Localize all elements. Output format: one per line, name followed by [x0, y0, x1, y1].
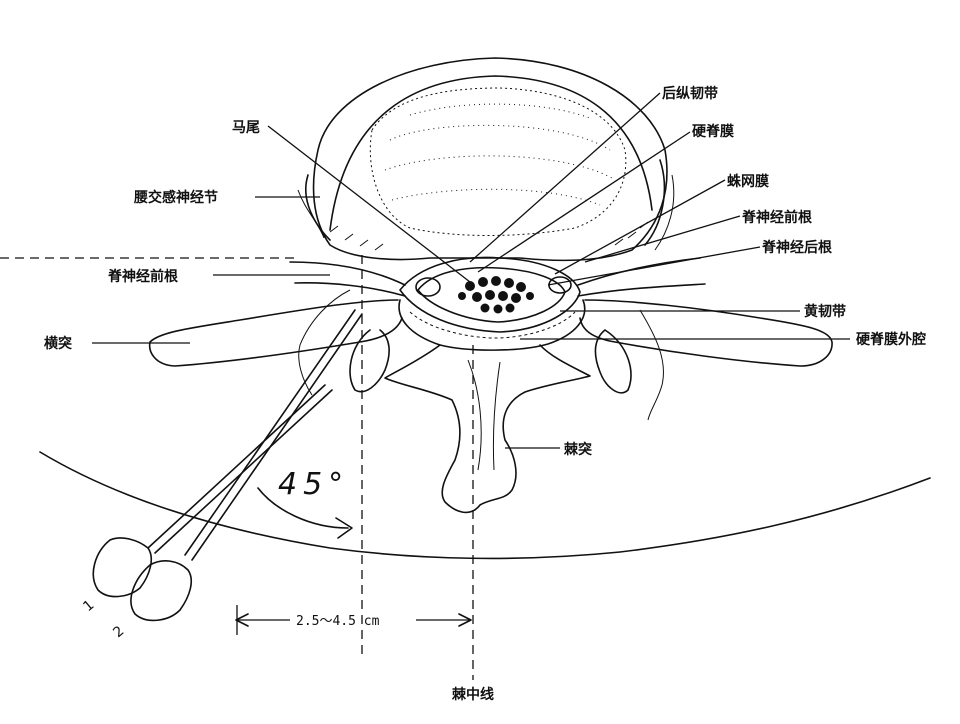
label-spinous-midline: 棘中线 [452, 686, 494, 703]
label-ligamentum-flavum: 黄韧带 [804, 303, 846, 320]
cancellous-bone [369, 87, 627, 236]
label-lumbar-sympathetic-ganglion: 腰交感神经节 [133, 189, 218, 206]
spinal-canal [399, 256, 581, 333]
label-dura-mater: 硬脊膜 [692, 123, 734, 140]
needle-label-2: 2 [110, 623, 127, 641]
label-transverse-process: 横突 [44, 335, 72, 352]
transverse-process-left [148, 299, 403, 367]
distance-label: 2.5～4.5 cm [296, 614, 380, 629]
lamina [398, 299, 586, 351]
transverse-process-right [579, 299, 833, 367]
vertebral-body [312, 57, 668, 262]
label-posterior-longitudinal-ligament: 后纵韧带 [662, 85, 718, 102]
needle-label-1: 1 [80, 597, 97, 615]
label-anterior-root-left: 脊神经前根 [107, 268, 179, 285]
label-posterior-root: 脊神经后根 [761, 239, 833, 256]
label-cauda-equina: 马尾 [232, 120, 260, 136]
distance-dimension: 2.5～4.5 cm [235, 605, 472, 635]
cauda-equina-bundle [458, 276, 534, 314]
label-arachnoid: 蛛网膜 [727, 173, 769, 190]
vertebra-illustration [148, 57, 833, 514]
needle-2 [130, 309, 363, 622]
label-anterior-root-right: 脊神经前根 [741, 209, 813, 226]
leader-lines [92, 92, 850, 449]
angle-label: 45° [278, 467, 349, 502]
label-spinous-process: 棘突 [564, 441, 592, 458]
angle-arc [257, 487, 349, 529]
skin-surface [39, 451, 931, 560]
spinous-process [384, 344, 591, 514]
label-epidural-space: 硬脊膜外腔 [856, 331, 926, 348]
